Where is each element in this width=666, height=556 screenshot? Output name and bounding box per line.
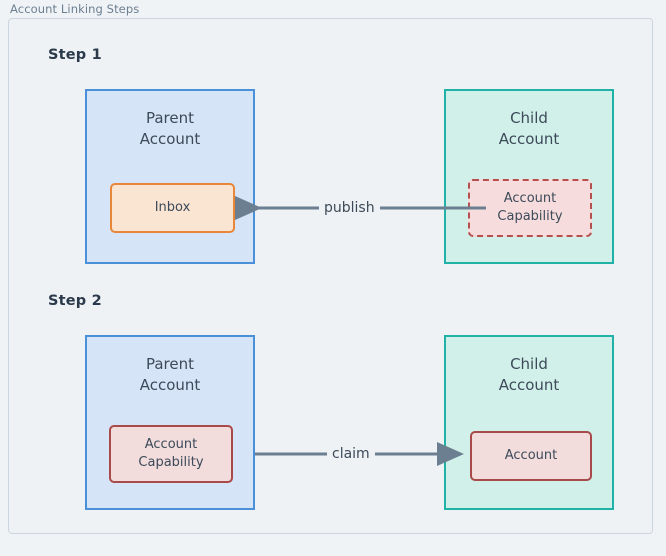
step-1-arrow-label: publish	[319, 201, 380, 215]
step-1-parent-account-title: Parent Account	[139, 109, 201, 148]
frame-title: Account Linking Steps	[10, 2, 140, 16]
step-1-inbox-box: Inbox	[110, 183, 235, 233]
step-1-child-account-title: Child Account	[498, 109, 560, 148]
step-1-account-capability-box: Account Capability	[468, 179, 592, 237]
step-1-label: Step 1	[48, 47, 102, 63]
step-2-account-capability-box: Account Capability	[109, 425, 233, 483]
step-2-child-account-box: Child Account Account	[444, 335, 614, 510]
step-2-arrow-label: claim	[327, 447, 375, 461]
step-1-parent-account-box: Parent Account Inbox	[85, 89, 255, 264]
step-2-parent-account-title: Parent Account	[139, 355, 201, 394]
step-2-label: Step 2	[48, 293, 102, 309]
step-2-parent-account-box: Parent Account Account Capability	[85, 335, 255, 510]
step-1-child-account-box: Child Account Account Capability	[444, 89, 614, 264]
step-2-child-account-title: Child Account	[498, 355, 560, 394]
step-2-account-box: Account	[470, 431, 592, 481]
